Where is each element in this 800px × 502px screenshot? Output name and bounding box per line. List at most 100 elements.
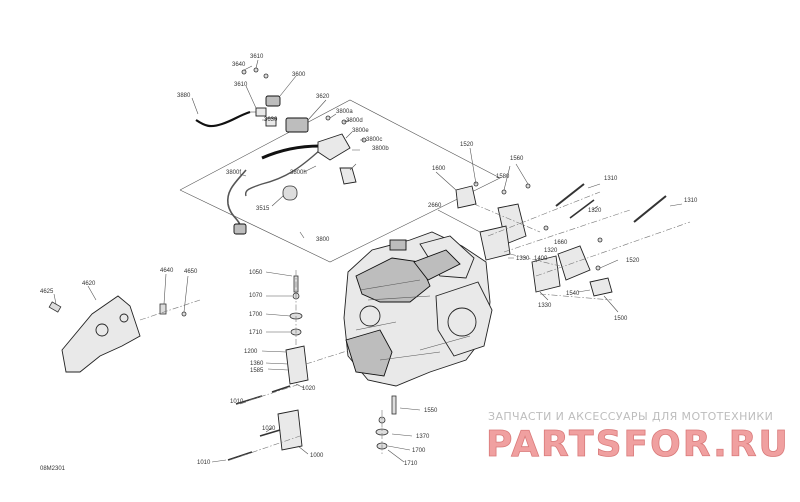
callout-3800: 3800 [316, 237, 330, 243]
bracket-1660 [557, 245, 591, 281]
watermark-logo: PARTSFOR.RU [486, 424, 790, 465]
wiring-harness-group [179, 59, 501, 263]
pin-3610 [253, 67, 259, 73]
nut-1320b [597, 237, 603, 243]
callout-1520b: 1520 [626, 258, 640, 264]
callout-1020b: 1020 [262, 426, 276, 432]
callout-1010a: 1010 [230, 399, 244, 405]
coil-pack [389, 239, 407, 251]
callout-leaders-3800 [191, 59, 364, 239]
callout-3800d: 3800d [346, 118, 363, 124]
filter-3515 [282, 185, 298, 201]
callout-1010b: 1010 [197, 460, 211, 466]
engine-mounts-right [435, 147, 691, 313]
sensor-cable [226, 169, 247, 227]
callout-1320a: 1320 [588, 208, 602, 214]
bolt-1310a [555, 183, 585, 207]
harness-wire-3880 [195, 110, 251, 128]
callout-3880: 3880 [177, 93, 191, 99]
callout-1700b: 1700 [412, 448, 426, 454]
callout-labels: 3610 3640 3600 3610 3880 3620 3630 3800a… [40, 54, 698, 467]
callout-3800h: 3800h [290, 170, 307, 176]
mount-1600 [455, 185, 477, 209]
engine-assembly [343, 231, 493, 387]
bracket-hole-2 [119, 313, 129, 323]
callout-1500: 1500 [614, 316, 628, 322]
engine-detail-lines [355, 279, 471, 361]
module-3620 [285, 117, 309, 133]
callout-3620: 3620 [316, 94, 330, 100]
bolt-1010b [227, 451, 253, 461]
callout-4650: 4650 [184, 269, 198, 275]
callout-1585: 1585 [250, 368, 264, 374]
callout-1310b: 1310 [684, 198, 698, 204]
watermark-caption: ЗАПЧАСТИ И АКСЕССУАРЫ ДЛЯ МОТОТЕХНИКИ [488, 410, 773, 423]
mount-1500 [589, 277, 613, 297]
callout-1050: 1050 [249, 270, 263, 276]
bolt-1020b [259, 429, 281, 437]
callout-3515: 3515 [256, 206, 270, 212]
callout-1320b: 1320 [544, 248, 558, 254]
diagram-code: 08M2301 [40, 466, 66, 472]
callout-1550: 1550 [424, 408, 438, 414]
relay-box-3800 [317, 133, 351, 161]
bracket-axis [139, 299, 201, 321]
washer-1560 [501, 189, 507, 195]
callout-1600: 1600 [432, 166, 446, 172]
assembly-axis-lines [473, 191, 691, 301]
throttle-body [413, 249, 461, 281]
callout-1580: 1580 [496, 174, 510, 180]
callout-leaders-left [53, 273, 189, 313]
callout-1710a: 1710 [249, 330, 263, 336]
cylinder-head [355, 257, 431, 303]
callout-3800a: 3800a [336, 109, 353, 115]
pin-4625 [48, 301, 62, 313]
callout-1330b: 1330 [538, 303, 552, 309]
callout-3800f: 3800f [226, 170, 241, 176]
callout-1700a: 1700 [249, 312, 263, 318]
bolt-3800a [325, 115, 331, 121]
connector-3630 [265, 117, 277, 127]
bracket-hole [95, 323, 109, 337]
crank-pulley [359, 305, 381, 327]
callout-1020a: 1020 [302, 386, 316, 392]
callout-4625: 4625 [40, 289, 54, 295]
callout-1330a: 1330 [516, 256, 530, 262]
mount-1200 [285, 345, 309, 385]
callout-1400: 1400 [534, 256, 548, 262]
mount-pad-1330 [531, 255, 561, 293]
callout-3600: 3600 [292, 72, 306, 78]
pin-3610b [263, 73, 269, 79]
connector-3600 [265, 95, 281, 107]
callout-1070: 1070 [249, 293, 263, 299]
callout-3640: 3640 [232, 62, 246, 68]
bolt-1320 [569, 199, 595, 219]
nut-1520b [595, 265, 601, 271]
callout-1310a: 1310 [604, 176, 618, 182]
callout-3630: 3630 [264, 117, 278, 123]
harness-sleeve [261, 144, 321, 160]
engine-mounts-lower [211, 270, 421, 463]
magneto-cover [345, 329, 393, 377]
sensor-connector [233, 223, 247, 235]
pin-3640 [241, 69, 247, 75]
callout-2660: 2660 [428, 203, 442, 209]
callout-3610b: 3610 [234, 82, 248, 88]
callout-1520a: 1520 [460, 142, 474, 148]
bolt-1550 [391, 395, 397, 415]
callout-1560: 1560 [510, 156, 524, 162]
connector-3610 [255, 107, 267, 117]
callout-1000: 1000 [310, 453, 324, 459]
bolt-1020a [271, 385, 291, 393]
callout-1540: 1540 [566, 291, 580, 297]
callout-1360: 1360 [250, 361, 264, 367]
callout-3610a: 3610 [250, 54, 264, 60]
drive-pulley [447, 307, 477, 337]
callout-1200: 1200 [244, 349, 258, 355]
callout-3800c: 3800c [366, 137, 382, 143]
callout-1370: 1370 [416, 434, 430, 440]
callout-3800e: 3800e [352, 128, 369, 134]
callout-leaders-lower [211, 271, 421, 463]
bolt-1010a [235, 395, 263, 405]
